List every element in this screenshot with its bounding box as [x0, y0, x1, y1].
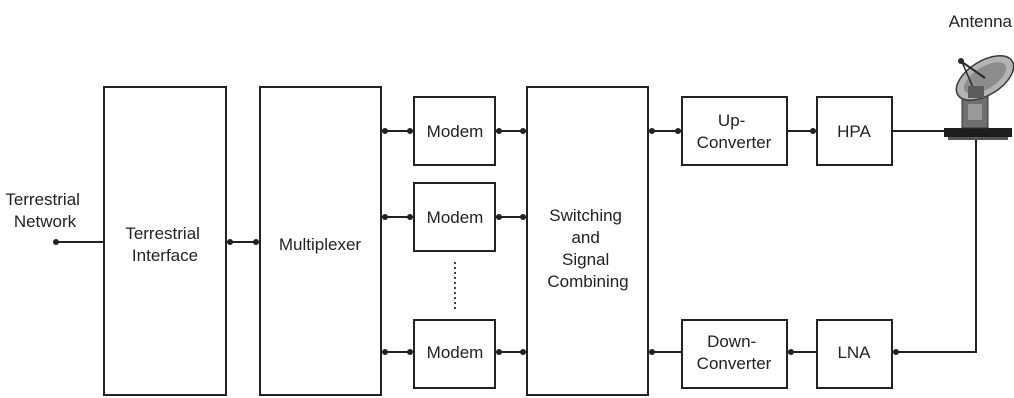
connector-end-dot — [520, 128, 526, 134]
modem-label-1: Modem — [427, 122, 484, 141]
connector-antenna-lna — [892, 136, 976, 352]
connector-end-dot — [227, 239, 233, 245]
connector-end-dot — [496, 349, 502, 355]
modem-label-2: Modem — [427, 208, 484, 227]
connector-end-dot — [496, 214, 502, 220]
connector-end-dot — [788, 349, 794, 355]
connector-end-dot — [382, 349, 388, 355]
multiplexer-label: Multiplexer — [279, 235, 362, 254]
connector-end-dot — [520, 214, 526, 220]
connector-end-dot — [407, 349, 413, 355]
connector-end-dot — [649, 128, 655, 134]
satellite-dish-icon — [944, 47, 1014, 140]
lna-label: LNA — [837, 343, 871, 362]
connector-end-dot — [810, 128, 816, 134]
connector-end-dot — [649, 349, 655, 355]
hpa-label: HPA — [837, 122, 871, 141]
connector-end-dot — [382, 128, 388, 134]
connector-end-dot — [520, 349, 526, 355]
connector-end-dot — [407, 214, 413, 220]
connector-end-dot — [253, 239, 259, 245]
connector-end-dot — [496, 128, 502, 134]
connector-end-dot — [382, 214, 388, 220]
connector-end-dot — [893, 349, 899, 355]
connector-end-dot — [407, 128, 413, 134]
connector-end-dot — [53, 239, 59, 245]
antenna-label: Antenna — [949, 12, 1013, 31]
modem-label-3: Modem — [427, 343, 484, 362]
up-converter-block — [682, 97, 787, 165]
connector-end-dot — [675, 128, 681, 134]
terrestrial-network-label: Terrestrial Network — [5, 190, 84, 231]
